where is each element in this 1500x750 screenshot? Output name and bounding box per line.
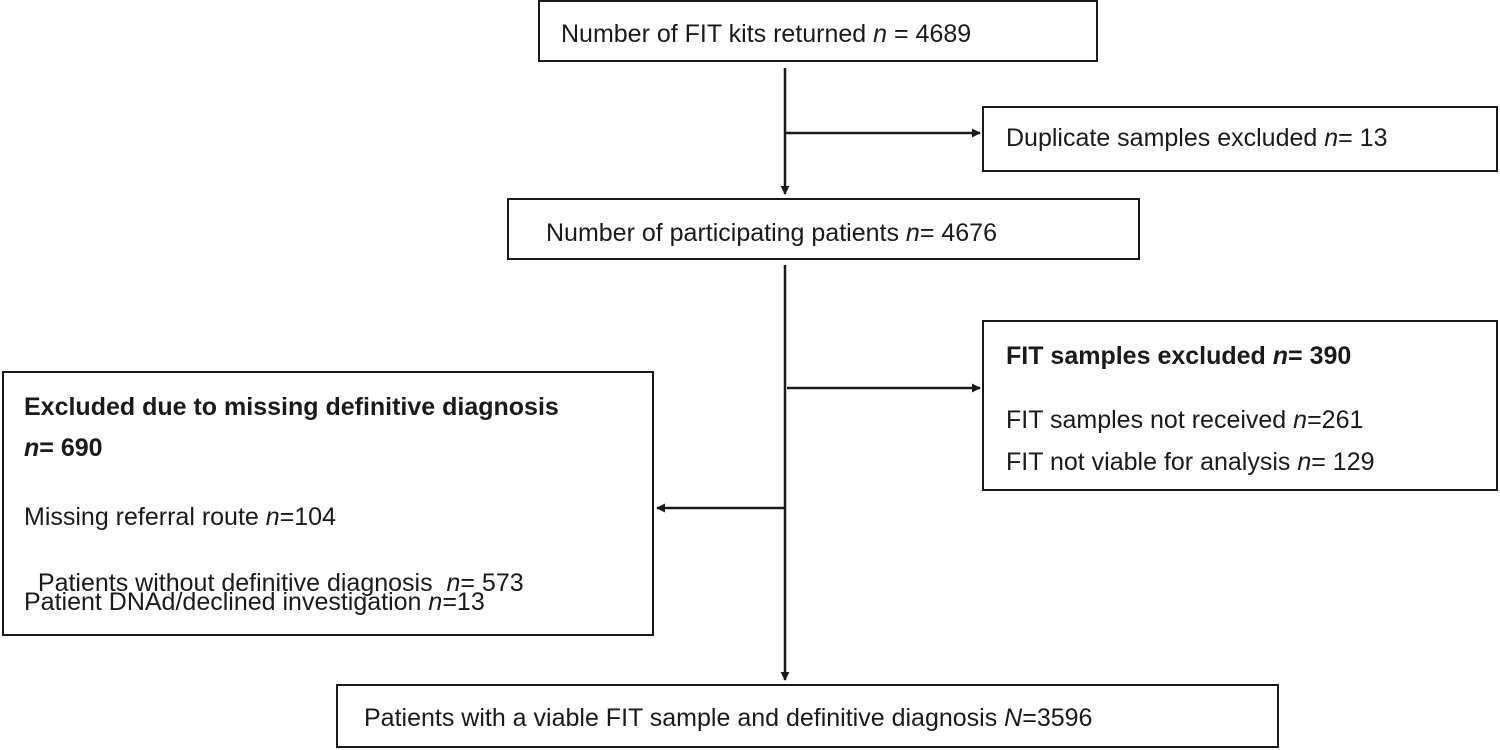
no-definitive-diagnosis-line: Patients without definitive diagnosis n=… <box>37 569 524 597</box>
missing-diagnosis-count: n= 690 <box>24 434 103 462</box>
missing-diagnosis-title: Excluded due to missing definitive diagn… <box>24 393 559 421</box>
missing-referral-line: Missing referral route n=104 <box>24 503 336 531</box>
declined-investigation-line: Patient DNAd/declined investigation n=13 <box>24 588 485 616</box>
fit-not-received-line: FIT samples not received n=261 <box>1006 406 1364 434</box>
participating-patients-text: Number of participating patients n= 4676 <box>546 219 997 247</box>
final-cohort-box <box>336 684 1279 748</box>
participating-patients-box <box>507 198 1140 260</box>
duplicate-samples-box <box>982 106 1498 172</box>
fit-kits-returned-box <box>538 0 1098 62</box>
fit-samples-excluded-title: FIT samples excluded n= 390 <box>1006 342 1352 370</box>
fit-not-viable-line: FIT not viable for analysis n= 129 <box>1006 448 1375 476</box>
duplicate-samples-text: Duplicate samples excluded n= 13 <box>1006 124 1388 152</box>
fit-samples-excluded-box <box>982 320 1498 491</box>
final-cohort-text: Patients with a viable FIT sample and de… <box>364 704 1093 732</box>
fit-kits-returned-text: Number of FIT kits returned n = 4689 <box>561 20 972 48</box>
missing-diagnosis-box <box>2 371 654 636</box>
